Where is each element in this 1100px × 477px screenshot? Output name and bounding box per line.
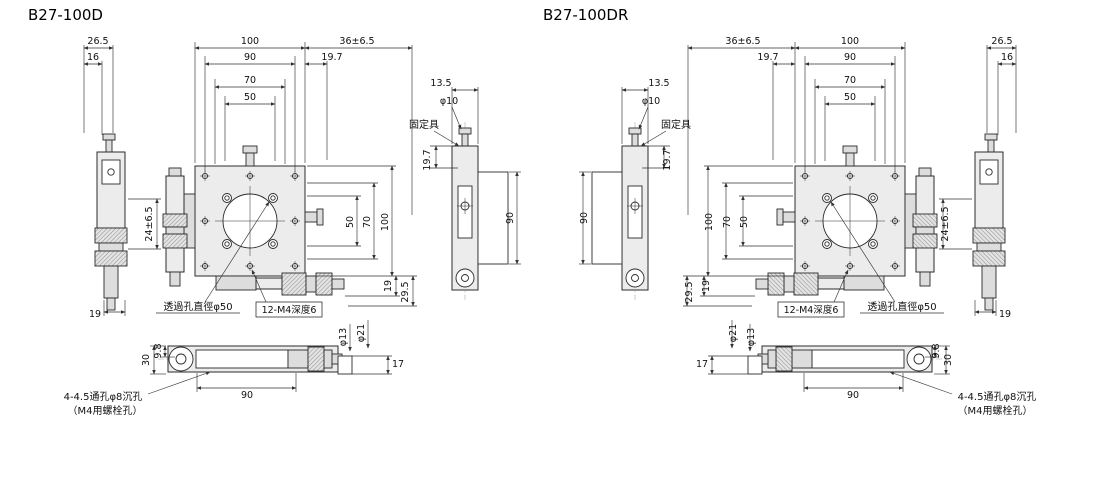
- dim-26-5: 26.5: [991, 36, 1012, 47]
- dim-phi13: φ13: [746, 328, 757, 346]
- dim-26-5: 26.5: [87, 36, 108, 47]
- dim-29-5: 29.5: [684, 281, 695, 302]
- dim-19-7-side: 19.7: [662, 149, 673, 170]
- note-through-hole: 透過孔直徑φ50: [867, 300, 936, 313]
- dim-v70: 70: [362, 216, 373, 228]
- dim-phi10: φ10: [642, 96, 660, 107]
- dim-100-top: 100: [841, 36, 859, 47]
- dim-19-bottom: 19: [383, 280, 394, 292]
- dim-29-5: 29.5: [400, 281, 411, 302]
- drawing-left: B27-100D 26.5 100 36±6.5 16 90 19.7 70 5…: [28, 6, 521, 417]
- dim-90-pattern: 90: [244, 52, 256, 63]
- label-fixture: 固定具: [409, 118, 439, 131]
- dim-side-90: 90: [505, 212, 516, 224]
- note-counterbore-1: 4-4.5通孔φ8沉孔: [958, 390, 1037, 403]
- dim-13-5: 13.5: [430, 78, 451, 89]
- dim-19-7-top: 19.7: [321, 52, 342, 63]
- label-fixture: 固定具: [661, 118, 691, 131]
- dim-19-7-side: 19.7: [422, 149, 433, 170]
- dim-90-base: 90: [847, 390, 859, 401]
- drawing-right-labels: 26.5 100 36±6.5 16 90 19.7 70 50 13.5 φ1…: [579, 36, 1036, 417]
- drawing-left-title: B27-100D: [28, 6, 103, 24]
- note-counterbore-2: （M4用螺栓孔）: [958, 404, 1033, 417]
- dim-100-top: 100: [241, 36, 259, 47]
- dim-50: 50: [244, 92, 256, 103]
- dim-v70: 70: [722, 216, 733, 228]
- dim-30: 30: [943, 354, 954, 366]
- dim-36-travel: 36±6.5: [339, 36, 374, 47]
- dim-19-tip: 19: [999, 309, 1011, 320]
- dim-phi13: φ13: [338, 328, 349, 346]
- dim-13-5: 13.5: [648, 78, 669, 89]
- dim-50: 50: [844, 92, 856, 103]
- dim-17: 17: [696, 359, 708, 370]
- dim-36-travel: 36±6.5: [725, 36, 760, 47]
- dim-9-8: 9.8: [931, 343, 942, 358]
- dim-24: 24±6.5: [940, 206, 951, 241]
- dim-24: 24±6.5: [144, 206, 155, 241]
- dim-16: 16: [87, 52, 99, 63]
- drawing-left-labels: 26.5 100 36±6.5 16 90 19.7 70 50 13.5 φ1…: [64, 36, 516, 417]
- dim-v100: 100: [380, 213, 391, 231]
- dim-phi10: φ10: [440, 96, 458, 107]
- dim-19-7-top: 19.7: [757, 52, 778, 63]
- dim-90-pattern: 90: [844, 52, 856, 63]
- drawing-right: B27-100DR 26.5 100 36±6.5 16 90 19.7 70 …: [543, 6, 1036, 417]
- dim-19-bottom: 19: [701, 280, 712, 292]
- note-tap-holes: 12-M4深度6: [784, 304, 839, 316]
- dim-v50: 50: [345, 216, 356, 228]
- dim-phi21: φ21: [728, 324, 739, 342]
- dim-16: 16: [1001, 52, 1013, 63]
- dim-70: 70: [244, 75, 256, 86]
- dim-70: 70: [844, 75, 856, 86]
- dim-side-90: 90: [579, 212, 590, 224]
- note-through-hole: 透過孔直徑φ50: [163, 300, 232, 313]
- dim-v100: 100: [704, 213, 715, 231]
- dim-phi21: φ21: [356, 324, 367, 342]
- drawing-right-title: B27-100DR: [543, 6, 628, 24]
- dim-17: 17: [392, 359, 404, 370]
- dim-30: 30: [141, 354, 152, 366]
- dim-9-8: 9.8: [153, 343, 164, 358]
- dim-19-tip: 19: [89, 309, 101, 320]
- note-counterbore-1: 4-4.5通孔φ8沉孔: [64, 390, 143, 403]
- note-counterbore-2: （M4用螺栓孔）: [68, 404, 143, 417]
- dim-90-base: 90: [241, 390, 253, 401]
- dim-v50: 50: [739, 216, 750, 228]
- note-tap-holes: 12-M4深度6: [262, 304, 317, 316]
